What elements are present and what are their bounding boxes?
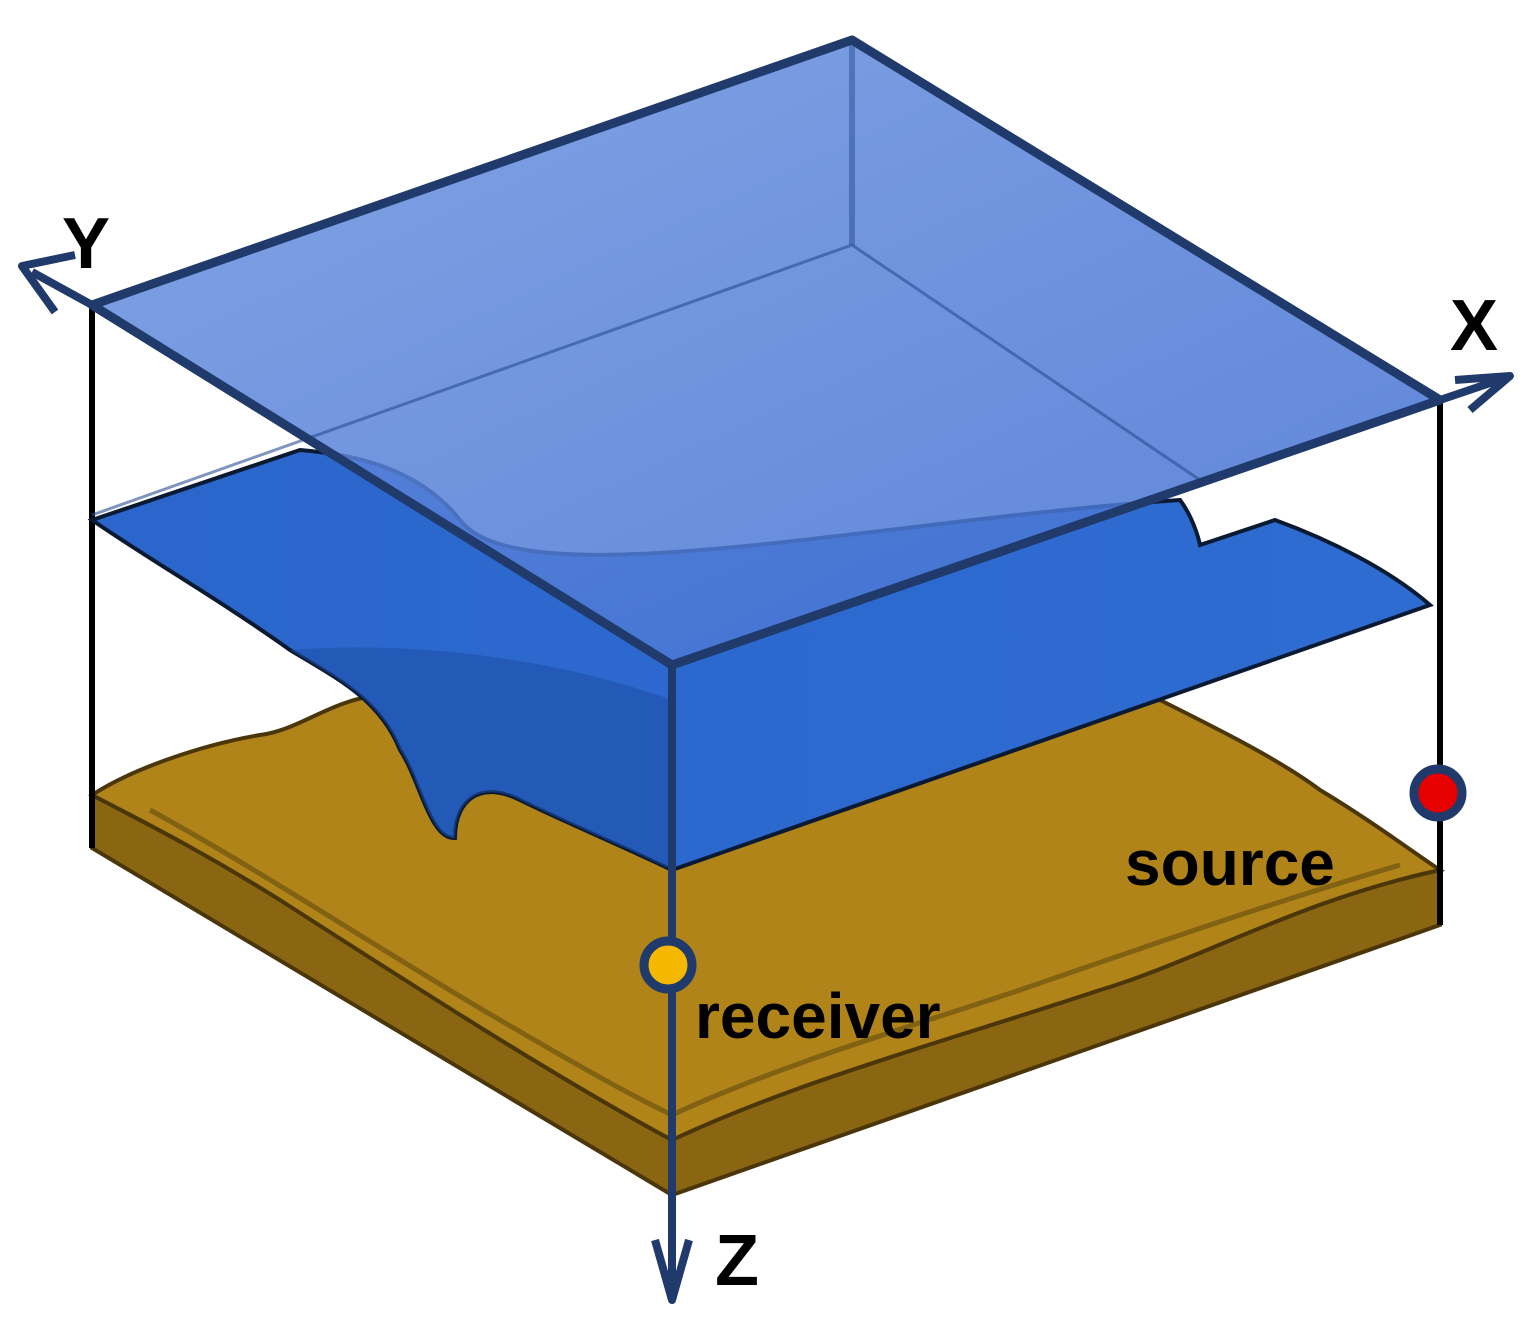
top-surface-inner-edges — [91, 243, 1201, 517]
z-axis-arrowhead — [651, 1238, 693, 1304]
middle-layer-valley-shade — [290, 647, 672, 870]
z-axis-label: Z — [715, 1221, 759, 1301]
x-axis-arrowhead — [1454, 372, 1514, 414]
source-dot — [1409, 764, 1467, 822]
y-axis — [18, 251, 94, 315]
y-axis-label: Y — [62, 204, 110, 284]
x-axis — [1438, 372, 1514, 414]
top-surface — [87, 35, 1445, 670]
x-axis-label: X — [1450, 286, 1498, 366]
receiver-marker — [639, 936, 697, 994]
receiver-dot — [639, 936, 697, 994]
source-marker — [1409, 764, 1467, 822]
receiver-label: receiver — [695, 980, 941, 1052]
y-axis-arrowhead — [18, 251, 76, 315]
middle-layer — [87, 447, 1434, 873]
bottom-layer-ripple — [148, 807, 1401, 1118]
source-label: source — [1125, 827, 1335, 899]
